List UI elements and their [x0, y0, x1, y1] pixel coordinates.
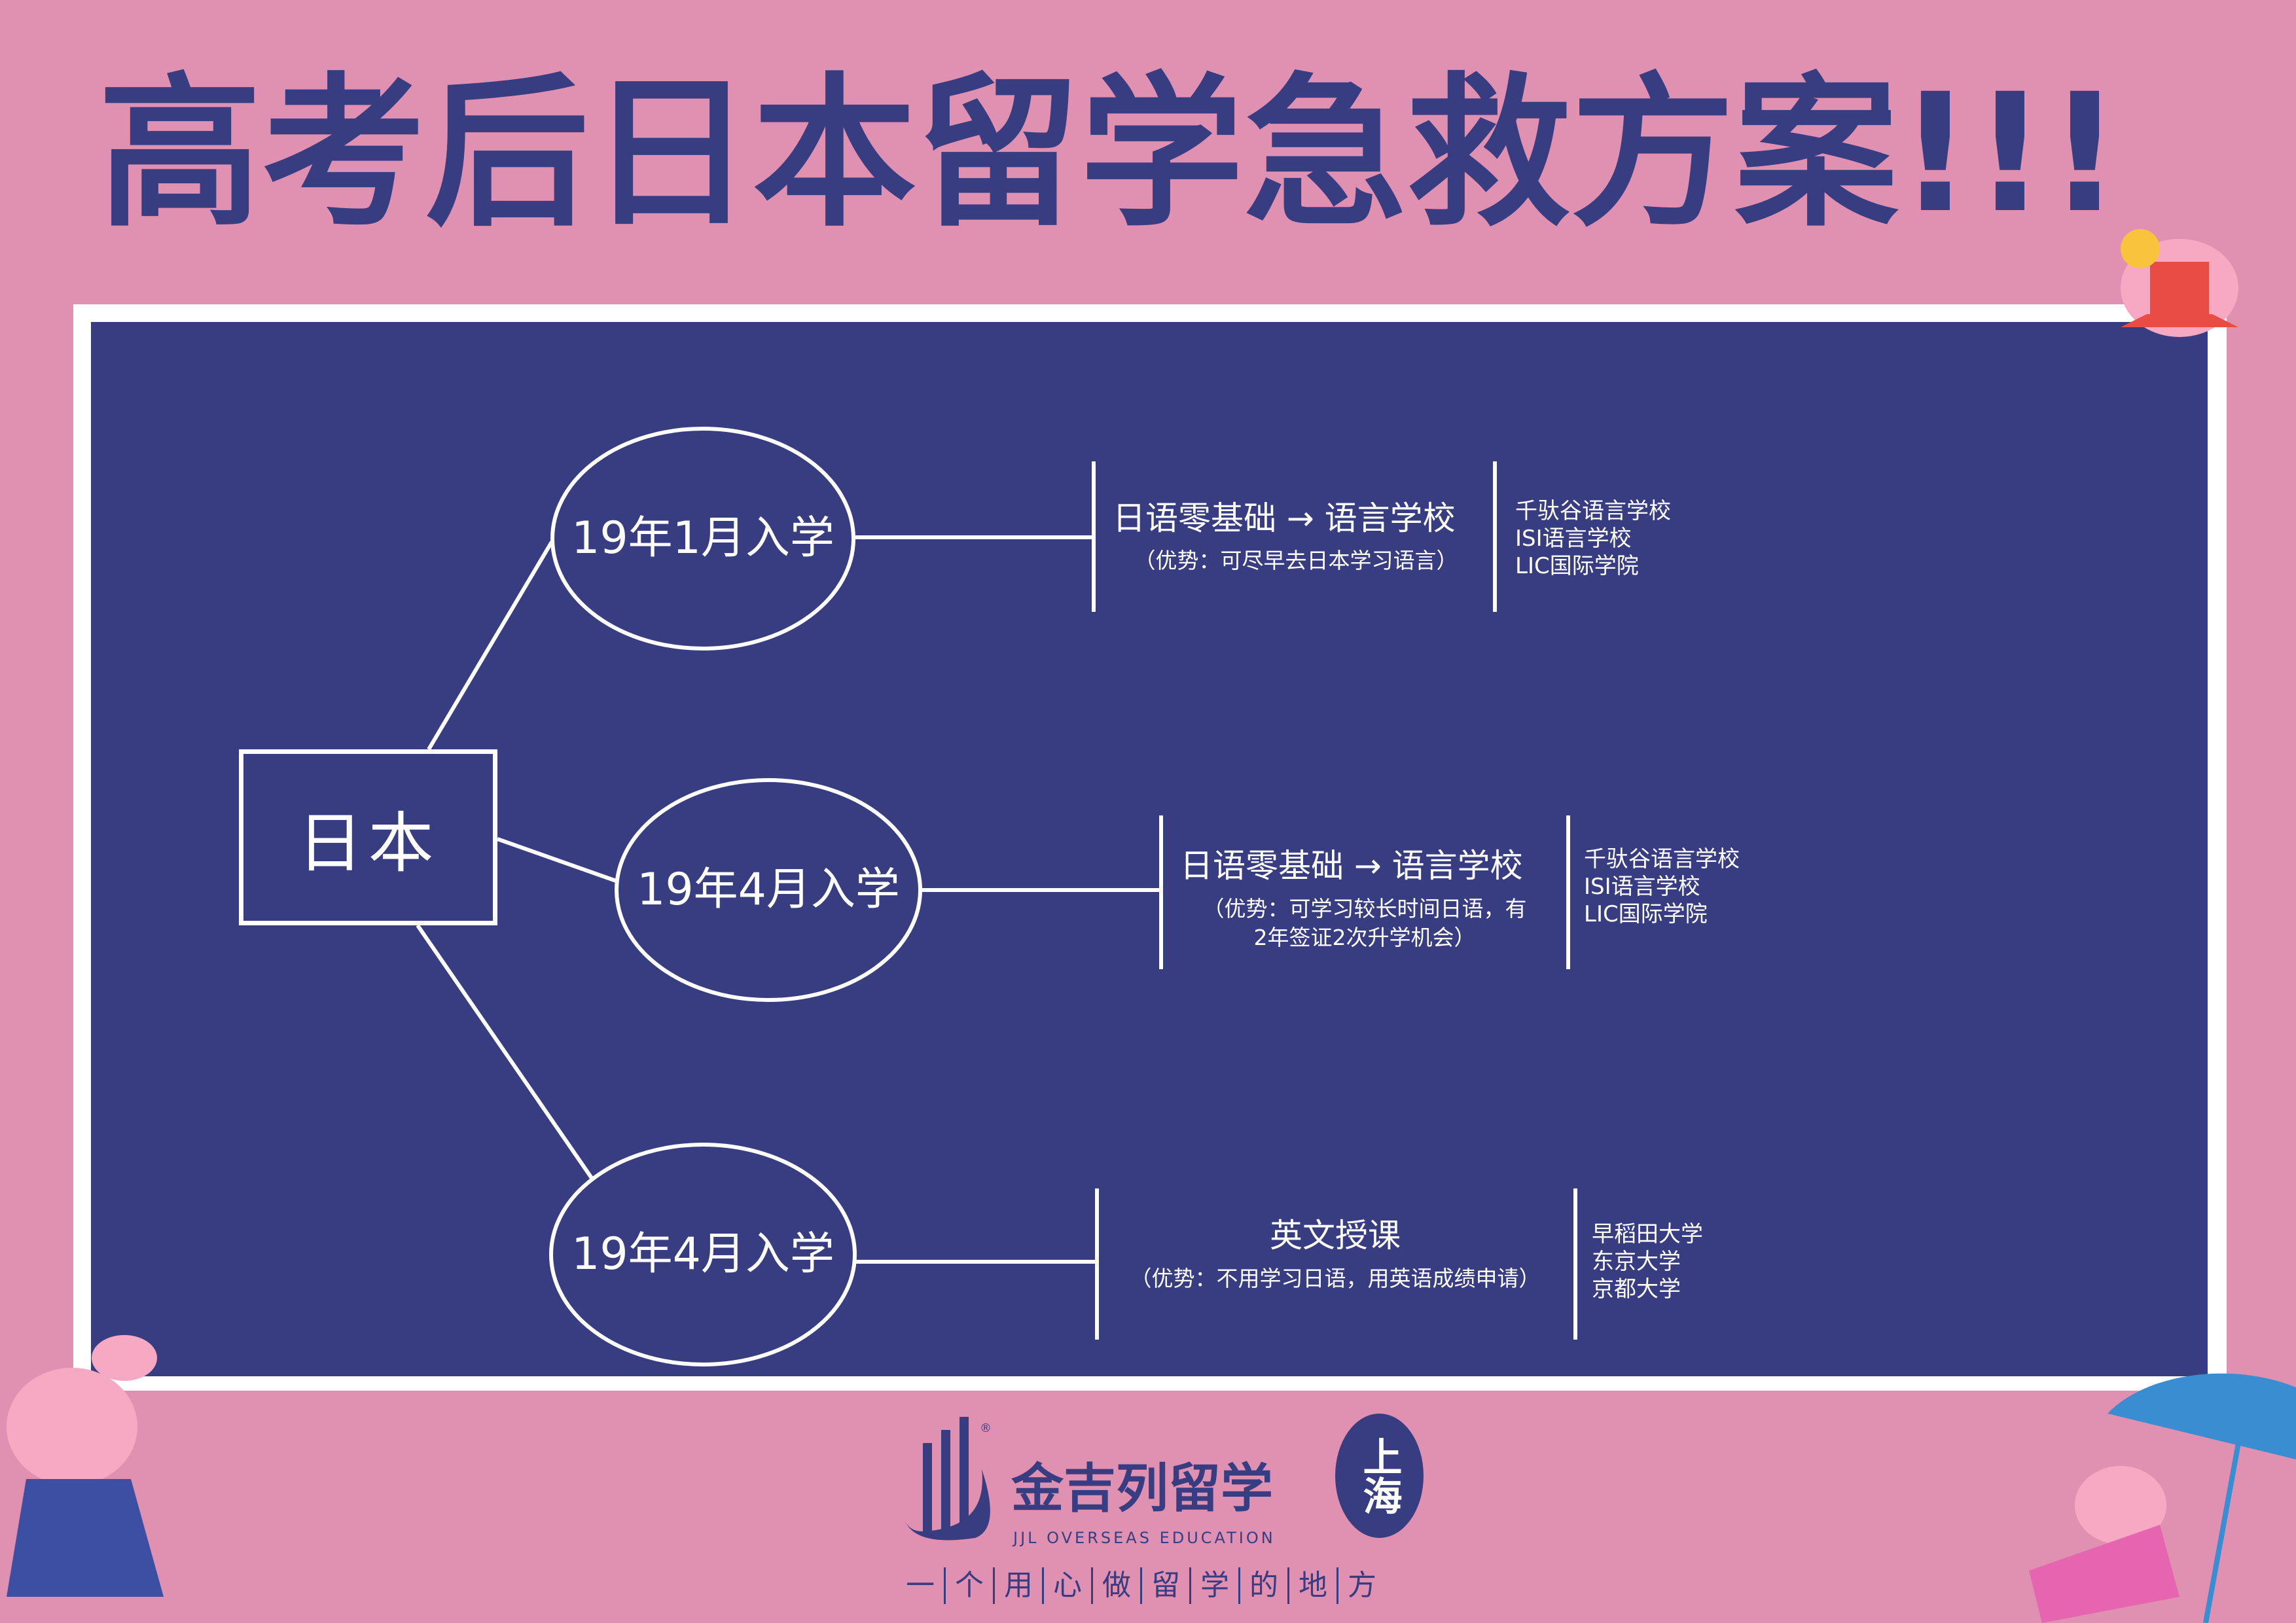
brand-name: 金吉列留学: [1011, 1458, 1273, 1519]
tagline-char: 个: [946, 1567, 995, 1604]
advantage-line: （优势：可学习较长时间日语，有: [1202, 896, 1527, 921]
row-3-route: 英文授课: [1270, 1217, 1401, 1255]
shanghai-seal: 上海: [1335, 1414, 1424, 1538]
tagline-char: 方: [1348, 1569, 1376, 1602]
school: LIC国际学院: [1515, 553, 1639, 579]
brand-name-en: JJL OVERSEAS EDUCATION: [1013, 1529, 1276, 1547]
tagline-char: 一: [897, 1567, 946, 1604]
registered-mark: ®: [980, 1421, 992, 1435]
row-1-schools: 千驮谷语言学校 ISI语言学校 LIC国际学院: [1515, 497, 1671, 580]
school: 千驮谷语言学校: [1584, 846, 1740, 872]
tagline-char: 心: [1044, 1567, 1093, 1604]
row-3-schools: 早稻田大学 东京大学 京都大学: [1592, 1221, 1703, 1303]
school: LIC国际学院: [1584, 901, 1708, 927]
school: 京都大学: [1592, 1276, 1681, 1302]
tagline-char: 地: [1289, 1567, 1338, 1604]
peppa-beach-icon: [2029, 1373, 2296, 1623]
root-node-japan: 日本: [239, 749, 497, 925]
page-title: 高考后日本留学急救方案!!!: [98, 58, 2123, 249]
row-3-advantage: （优势：不用学习日语，用英语成绩申请）: [1130, 1266, 1541, 1291]
tagline: 一 个 用 心 做 留 学 的 地 方: [897, 1567, 1386, 1604]
school: 早稻田大学: [1592, 1221, 1703, 1247]
peppa-bottom-left-icon: [7, 1335, 164, 1597]
row-2-route: 日语零基础 → 语言学校: [1180, 847, 1523, 885]
jjl-logo-icon: [903, 1417, 990, 1541]
connector-2: [497, 837, 619, 883]
branch-3-label: 19年4月入学: [571, 1228, 834, 1280]
branch-2-label: 19年4月入学: [637, 864, 900, 916]
school: 千驮谷语言学校: [1515, 498, 1671, 524]
connector-1: [427, 541, 554, 751]
connector-3: [416, 924, 595, 1181]
row-2-schools: 千驮谷语言学校 ISI语言学校 LIC国际学院: [1584, 846, 1740, 928]
tagline-char: 学: [1191, 1567, 1240, 1604]
tagline-char: 留: [1142, 1567, 1191, 1604]
advantage-line: 2年签证2次升学机会）: [1253, 925, 1476, 950]
row-2-advantage: （优势：可学习较长时间日语，有 2年签证2次升学机会）: [1175, 895, 1554, 952]
branch-3-ellipse: [549, 1143, 857, 1366]
school: 东京大学: [1592, 1249, 1681, 1275]
peppa-top-right-icon: [2121, 229, 2238, 337]
tagline-char: 的: [1240, 1567, 1289, 1604]
board: [91, 322, 2208, 1376]
tagline-char: 用: [995, 1567, 1044, 1604]
tagline-char: 做: [1093, 1567, 1142, 1604]
row-1-route: 日语零基础 → 语言学校: [1113, 499, 1456, 537]
school: ISI语言学校: [1584, 874, 1700, 900]
row-1-advantage: （优势：可尽早去日本学习语言）: [1134, 548, 1458, 573]
school: ISI语言学校: [1515, 526, 1632, 552]
branch-1-label: 19年1月入学: [571, 512, 834, 564]
